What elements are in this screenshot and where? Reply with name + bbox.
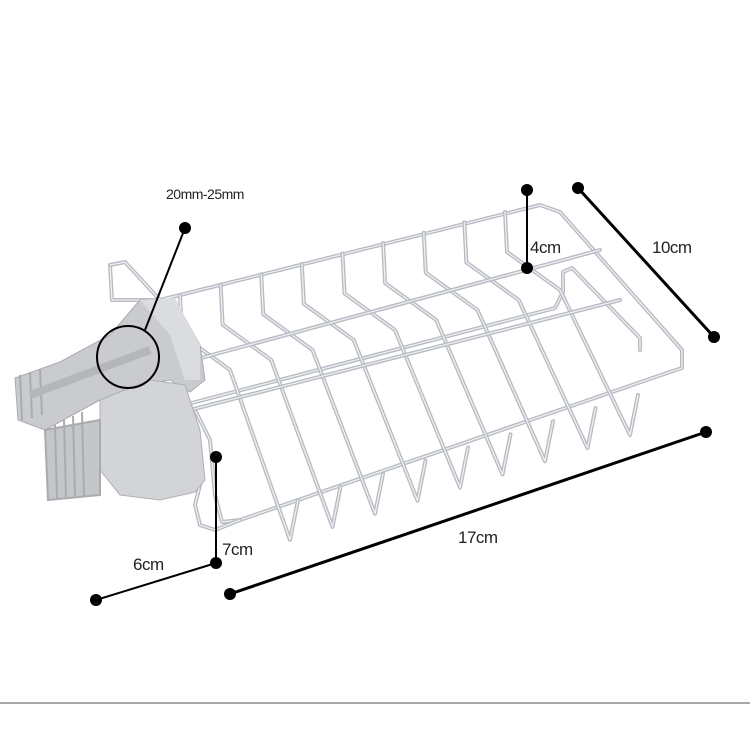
holder-height-label: 7cm <box>222 540 253 559</box>
basket-crossbar-2 <box>189 299 621 411</box>
basket-wire-7 <box>423 232 554 462</box>
basket-wire-5 <box>341 252 469 489</box>
wire-basket <box>108 203 684 542</box>
basket-wire-3 <box>260 273 384 515</box>
depth-label: 4cm <box>530 238 561 257</box>
basket-wire-6 <box>382 242 512 476</box>
length-label: 17cm <box>458 528 498 547</box>
holder-width-label: 6cm <box>133 555 164 574</box>
basket-wire-4 <box>301 263 427 502</box>
hanger-hook <box>108 260 162 302</box>
faucet-holder <box>14 298 206 502</box>
pipe-diameter-circle <box>96 325 160 389</box>
basket-wire-2 <box>219 283 342 528</box>
basket-wire-8 <box>463 221 597 449</box>
pipe-diameter-leader <box>144 227 186 331</box>
dimension-dots <box>90 182 720 606</box>
hanger-hook <box>109 261 161 301</box>
holder-width-line <box>95 562 217 601</box>
width-label: 10cm <box>652 238 692 257</box>
front-hook <box>194 484 241 531</box>
pipe-diameter-label: 20mm-25mm <box>166 186 244 202</box>
length-line <box>229 430 707 596</box>
inner-rim <box>164 267 641 411</box>
width-line <box>576 186 716 339</box>
dimension-markers <box>95 186 716 601</box>
basket-wire-9 <box>504 211 639 436</box>
basket-crossbar <box>174 249 601 366</box>
